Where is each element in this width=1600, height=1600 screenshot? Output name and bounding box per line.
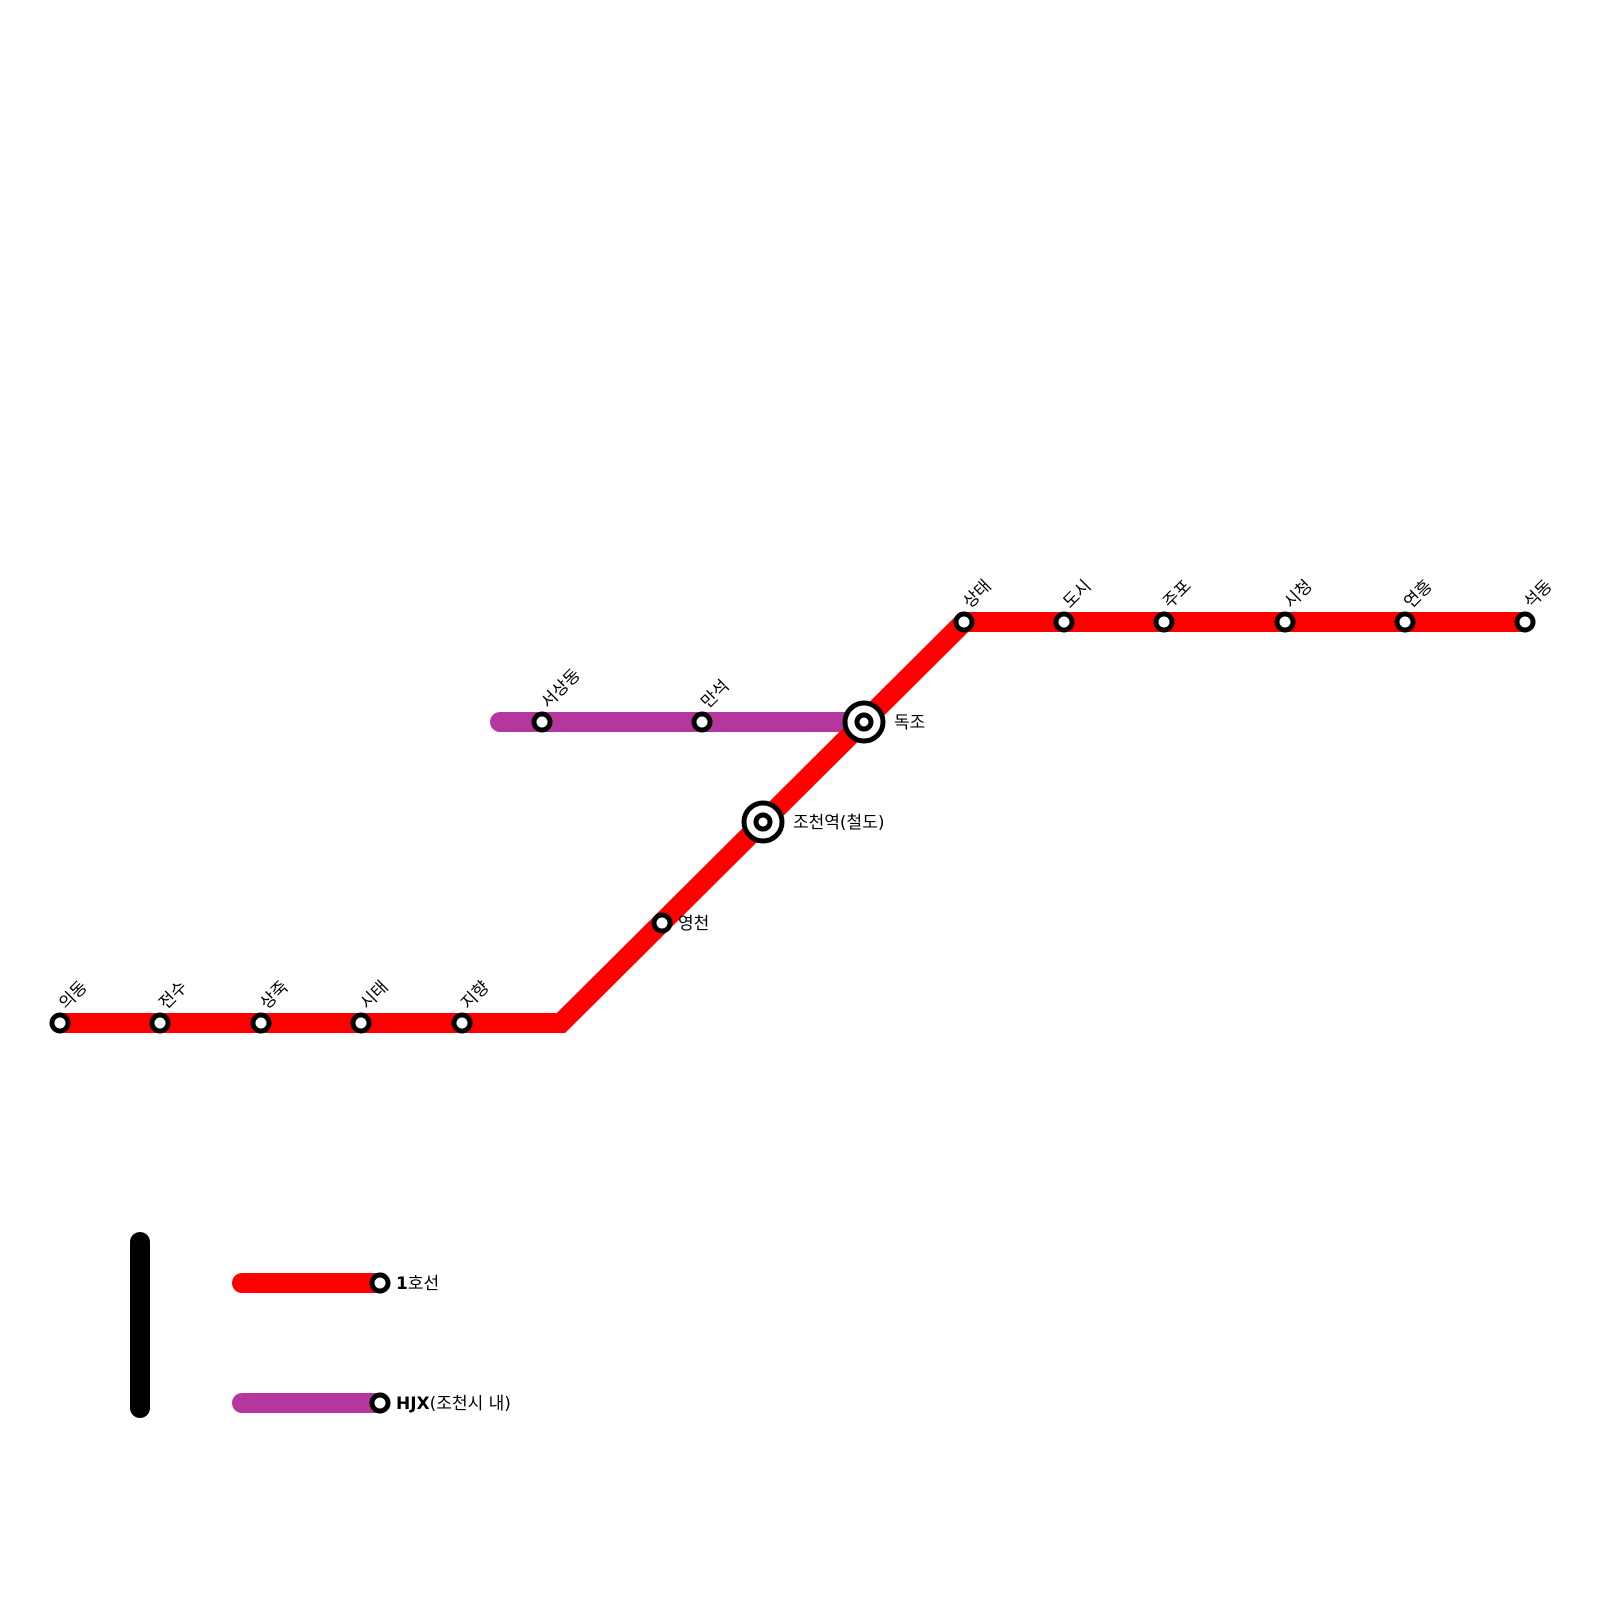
legend-label-rest: 호선: [408, 1274, 439, 1294]
station-label: 연흥: [1400, 576, 1436, 612]
station-marker[interactable]: [250, 1012, 272, 1034]
legend-label-line-1: 1호선: [396, 1274, 439, 1294]
station-seokdong[interactable]: 석동: [1514, 576, 1557, 633]
station-marker[interactable]: [1394, 611, 1416, 633]
station-label: 의동: [55, 977, 91, 1013]
legend-item-hjx: HJX(조천시 내): [232, 1392, 511, 1414]
station-marker[interactable]: [1153, 611, 1175, 633]
station-dokjo[interactable]: 독조: [842, 700, 925, 744]
station-jocheon[interactable]: 조천역(철도): [741, 800, 884, 844]
station-label: 도시: [1059, 576, 1095, 612]
station-marker[interactable]: [149, 1012, 171, 1034]
interchange-inner: [753, 812, 773, 832]
station-label: 석동: [1520, 576, 1556, 612]
legend-station-marker: [369, 1272, 391, 1294]
legend-label-bold: 1: [396, 1274, 408, 1294]
station-label: 지향: [457, 977, 493, 1013]
station-yeongcheon[interactable]: 영천: [651, 912, 709, 934]
legend-label-rest: (조천시 내): [430, 1394, 511, 1414]
station-label: 독조: [894, 713, 925, 733]
station-marker[interactable]: [1514, 611, 1536, 633]
station-label: 시청: [1280, 576, 1316, 612]
interchange-inner: [854, 712, 874, 732]
station-label: 상태: [959, 576, 995, 612]
station-label: 서상동: [537, 665, 584, 712]
legend-item-line-1: 1호선: [232, 1272, 439, 1294]
station-marker[interactable]: [1053, 611, 1075, 633]
station-marker[interactable]: [691, 711, 713, 733]
station-label: 조천역(철도): [793, 813, 884, 833]
station-label: 영천: [678, 914, 709, 934]
legend-label-bold: HJX: [396, 1394, 430, 1414]
station-label: 상죽: [256, 977, 292, 1013]
station-label: 전수: [155, 977, 191, 1013]
station-marker[interactable]: [651, 912, 673, 934]
station-marker[interactable]: [531, 711, 553, 733]
station-marker[interactable]: [451, 1012, 473, 1034]
station-label: 시태: [356, 977, 392, 1013]
station-marker[interactable]: [350, 1012, 372, 1034]
legend: 1호선 HJX(조천시 내): [130, 1232, 511, 1418]
legend-station-marker: [369, 1392, 391, 1414]
station-label: 만석: [697, 676, 733, 712]
station-marker[interactable]: [1274, 611, 1296, 633]
legend-label-hjx: HJX(조천시 내): [396, 1394, 511, 1414]
station-marker[interactable]: [49, 1012, 71, 1034]
station-marker[interactable]: [953, 611, 975, 633]
station-label: 주포: [1159, 576, 1195, 612]
